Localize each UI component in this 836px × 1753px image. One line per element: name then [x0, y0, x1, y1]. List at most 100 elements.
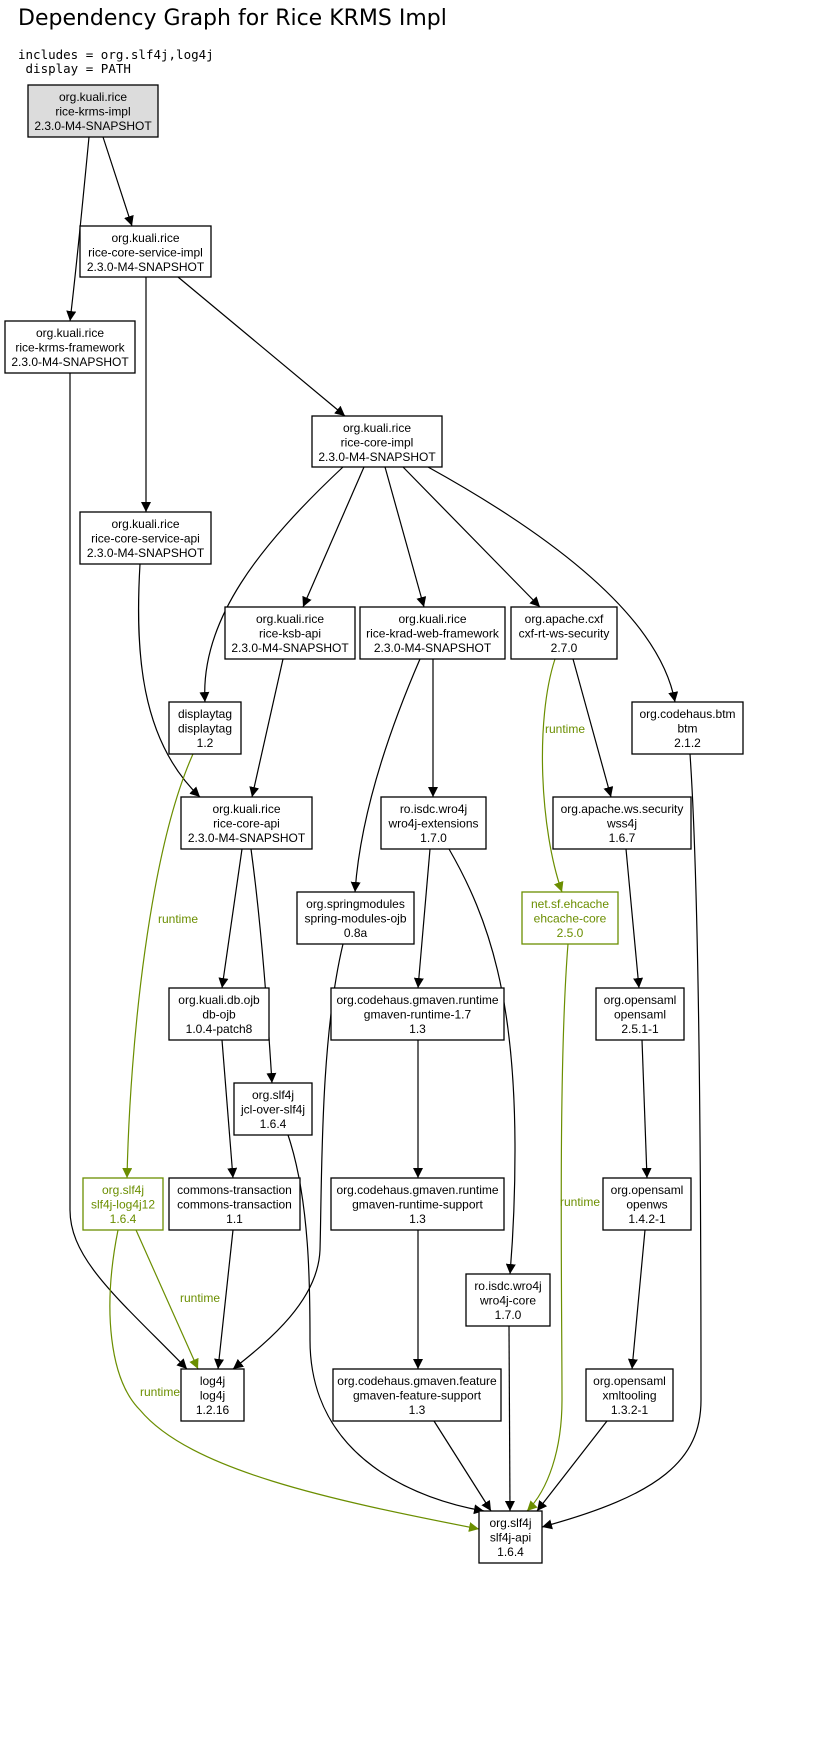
node-group: log4j — [200, 1374, 225, 1388]
edge-core-api-to-jcl-slf4j — [250, 848, 277, 1084]
edge-cxf-ws-to-wss4j — [572, 658, 614, 798]
node-version: 2.3.0-M4-SNAPSHOT — [87, 546, 205, 560]
edge-core-impl-to-cxf-ws — [402, 466, 541, 608]
edge-label-cxf-ws-to-ehcache: runtime — [545, 722, 585, 736]
edge-wro4j-ext-to-gmaven-rt-17 — [413, 848, 431, 989]
node-group: org.kuali.db.ojb — [178, 993, 260, 1007]
edge-commons-tx-to-log4j — [214, 1229, 234, 1370]
edge-db-ojb-to-commons-tx — [221, 1039, 238, 1179]
node-artifact: slf4j-log4j12 — [91, 1198, 155, 1212]
node-artifact: rice-core-impl — [341, 436, 414, 450]
node-version: 2.3.0-M4-SNAPSHOT — [11, 355, 129, 369]
node-box — [296, 891, 415, 945]
node-version: 2.5.0 — [557, 926, 584, 940]
node-version: 1.3.2-1 — [611, 1403, 649, 1417]
node-group: org.kuali.rice — [398, 612, 466, 626]
edge-krms-impl-to-core-service-impl — [102, 136, 134, 227]
node-core-service-impl: org.kuali.ricerice-core-service-impl2.3.… — [79, 225, 212, 278]
node-gmaven-rt-17: org.codehaus.gmaven.runtimegmaven-runtim… — [330, 987, 505, 1041]
node-box — [359, 606, 506, 660]
node-version: 2.3.0-M4-SNAPSHOT — [231, 641, 349, 655]
node-box — [27, 84, 159, 138]
node-group: org.kuali.rice — [256, 612, 324, 626]
node-box — [595, 987, 685, 1041]
edge-krms-impl-to-krms-framework — [66, 136, 90, 322]
node-box — [79, 225, 212, 278]
node-core-impl: org.kuali.ricerice-core-impl2.3.0-M4-SNA… — [311, 415, 443, 468]
node-box — [602, 1177, 692, 1231]
node-group: org.opensaml — [611, 1183, 684, 1197]
edge-core-impl-to-displaytag — [199, 466, 344, 703]
edge-gmaven-feat-to-slf4j-api — [433, 1420, 492, 1512]
node-box — [168, 987, 270, 1041]
node-artifact: wss4j — [606, 817, 637, 831]
edge-core-service-api-to-core-api — [137, 563, 201, 798]
param-key-includes: includes — [18, 47, 79, 62]
node-group: ro.isdc.wro4j — [474, 1279, 541, 1293]
node-version: 1.3 — [409, 1212, 426, 1226]
node-version: 2.3.0-M4-SNAPSHOT — [87, 260, 205, 274]
node-group: displaytag — [178, 707, 232, 721]
node-version: 1.7.0 — [420, 831, 447, 845]
node-artifact: gmaven-runtime-support — [352, 1198, 483, 1212]
node-artifact: rice-core-api — [213, 817, 280, 831]
node-box — [168, 1177, 301, 1231]
node-artifact: slf4j-api — [490, 1531, 531, 1545]
param-key-display: display — [25, 61, 79, 76]
node-group: org.apache.ws.security — [561, 802, 684, 816]
node-version: 1.7.0 — [495, 1308, 522, 1322]
graph-parameters: includes = org.slf4j,log4j display = PAT… — [18, 47, 214, 76]
edge-displaytag-to-slf4j-log4j — [122, 753, 194, 1179]
node-artifact: rice-krms-impl — [55, 105, 130, 119]
node-group: org.apache.cxf — [525, 612, 604, 626]
edge-openws-to-xmltooling — [627, 1229, 646, 1370]
edge-krad-web-to-spring-ojb — [350, 658, 421, 893]
node-commons-tx: commons-transactioncommons-transaction1.… — [168, 1177, 301, 1231]
node-box — [79, 511, 212, 565]
node-artifact: xmltooling — [602, 1389, 656, 1403]
edge-label-slf4j-log4j-to-slf4j-api: runtime — [140, 1385, 180, 1399]
node-group: org.slf4j — [489, 1516, 531, 1530]
node-artifact: displaytag — [178, 722, 232, 736]
edge-core-impl-to-krad-web — [384, 466, 427, 608]
node-box — [478, 1510, 543, 1564]
node-artifact: db-ojb — [202, 1008, 236, 1022]
edge-wro4j-ext-to-wro4j-core — [448, 848, 516, 1275]
node-krms-impl: org.kuali.ricerice-krms-impl2.3.0-M4-SNA… — [27, 84, 159, 138]
node-artifact: btm — [677, 722, 697, 736]
node-group: org.codehaus.btm — [639, 707, 735, 721]
node-group: org.kuali.rice — [59, 90, 127, 104]
node-group: org.opensaml — [604, 993, 677, 1007]
node-artifact: rice-ksb-api — [259, 627, 321, 641]
node-gmaven-rt-sup: org.codehaus.gmaven.runtimegmaven-runtim… — [330, 1177, 505, 1231]
edge-btm-to-slf4j-api — [541, 753, 702, 1530]
edge-core-impl-to-btm — [427, 466, 679, 703]
node-version: 1.3 — [409, 1403, 426, 1417]
node-version: 2.3.0-M4-SNAPSHOT — [188, 831, 306, 845]
node-box — [4, 320, 136, 374]
node-artifact: ehcache-core — [534, 912, 607, 926]
node-version: 1.3 — [409, 1022, 426, 1036]
node-version: 1.1 — [226, 1212, 243, 1226]
edge-wss4j-to-opensaml — [625, 848, 644, 989]
node-artifact: gmaven-feature-support — [353, 1389, 482, 1403]
node-artifact: spring-modules-ojb — [304, 912, 406, 926]
edge-core-api-to-db-ojb — [218, 848, 243, 989]
node-group: org.kuali.rice — [36, 326, 104, 340]
node-box — [521, 891, 619, 945]
node-artifact: rice-core-service-api — [91, 532, 200, 546]
edge-core-impl-to-ksb-api — [302, 466, 365, 608]
node-group: org.slf4j — [252, 1088, 294, 1102]
edge-opensaml-to-openws — [641, 1039, 652, 1179]
nodes-layer: org.kuali.ricerice-krms-impl2.3.0-M4-SNA… — [4, 84, 744, 1564]
